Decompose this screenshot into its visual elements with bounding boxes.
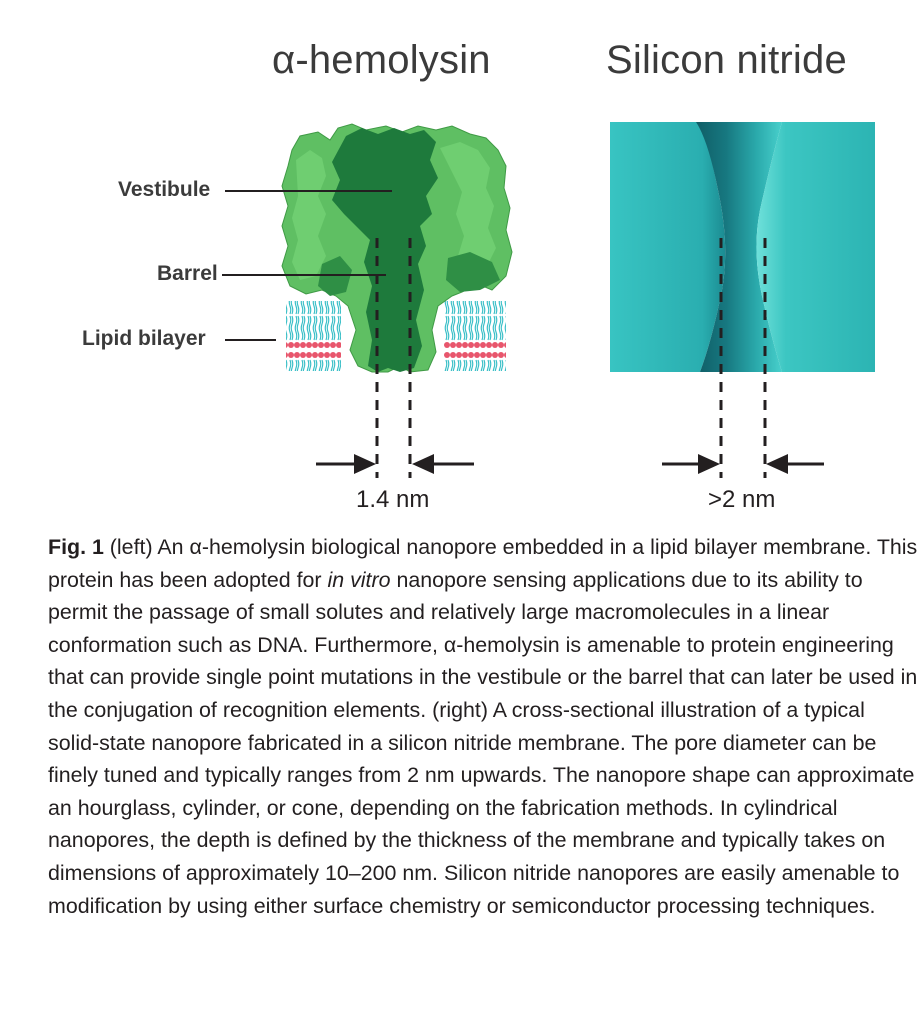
vestibule-label: Vestibule <box>118 178 211 201</box>
caption-italic-term: in vitro <box>327 567 391 592</box>
protein-outer-left-lobe <box>292 150 326 280</box>
protein-outer-right-lobe <box>440 142 496 272</box>
right-pore-diameter: >2 nm <box>708 486 776 513</box>
lipid-bilayer-label: Lipid bilayer <box>82 327 206 350</box>
figure-illustration <box>222 122 875 478</box>
figure-caption: Fig. 1 (left) An α-hemolysin biological … <box>48 531 918 922</box>
barrel-label: Barrel <box>157 262 218 285</box>
figure-number: Fig. 1 <box>48 535 104 559</box>
left-measure-arrows <box>316 454 474 474</box>
caption-text-part1: (left) An α-hemolysin biological nanopor… <box>48 535 918 592</box>
lipid-bilayer-left <box>286 301 341 371</box>
silicon-nitride-pore <box>696 122 782 372</box>
caption-text-part2: nanopore sensing applications due to its… <box>48 567 918 918</box>
right-measure-arrows <box>662 454 824 474</box>
silicon-nitride-right-wall <box>756 122 875 372</box>
silicon-nitride-title: Silicon nitride <box>606 38 847 82</box>
lipid-bilayer-right <box>444 301 506 371</box>
alpha-hemolysin-title: α-hemolysin <box>272 38 491 82</box>
protein-dark-accent-right <box>446 252 500 292</box>
silicon-nitride-left-wall <box>610 122 726 372</box>
left-pore-diameter: 1.4 nm <box>356 486 430 513</box>
